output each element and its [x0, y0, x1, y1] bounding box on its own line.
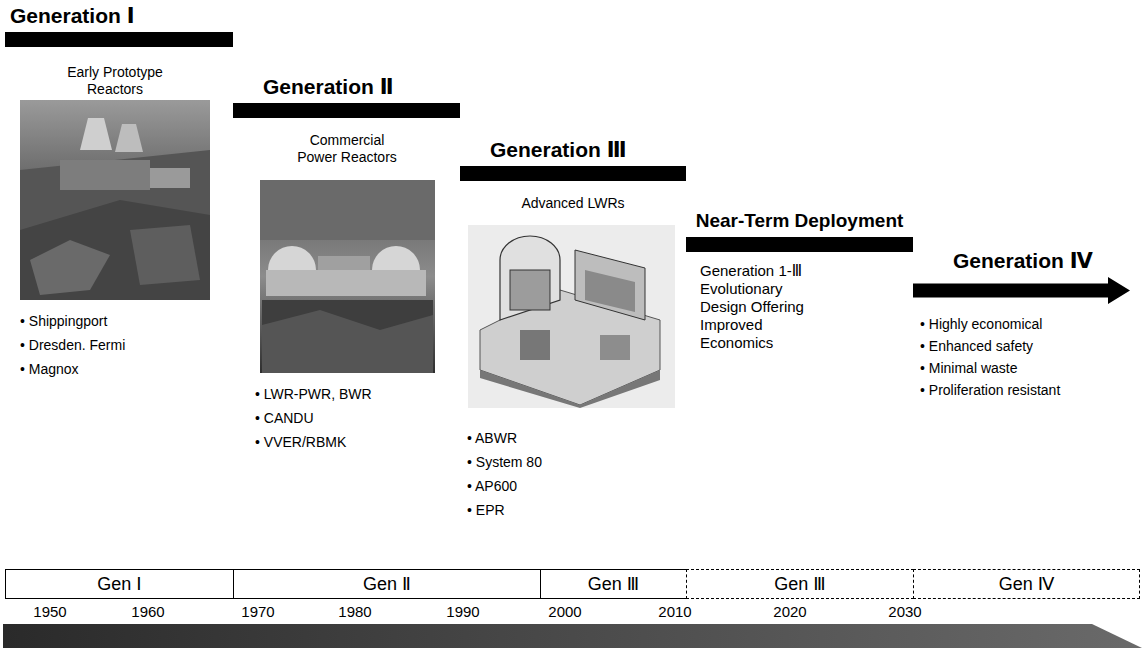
- generation-heading: Near-Term Deployment: [686, 209, 913, 233]
- timeline-cell: Gen Ⅰ: [5, 569, 234, 599]
- generation-bar: Generation Ⅰ: [5, 32, 233, 47]
- arrow-shape: [913, 277, 1130, 304]
- reactor-bullet: • Magnox: [20, 361, 79, 378]
- goal-bullet: • Highly economical: [920, 316, 1042, 333]
- generation-heading: Generation Ⅱ: [263, 75, 394, 99]
- generation-heading: Generation Ⅳ: [953, 249, 1093, 273]
- period-label: Gen Ⅰ: [97, 573, 141, 595]
- reactor-bullet: • System 80: [467, 454, 542, 471]
- year-label: 2030: [877, 603, 933, 621]
- generation-bar: Generation Ⅱ: [233, 103, 460, 118]
- timeline-arrow: [3, 624, 1142, 648]
- timeline-cell: Gen Ⅳ: [913, 569, 1140, 599]
- goal-bullet: • Minimal waste: [920, 360, 1017, 377]
- year-label: 1970: [230, 603, 286, 621]
- year-label: 2000: [537, 603, 593, 621]
- generation-subtitle: Advanced LWRs: [508, 195, 638, 212]
- period-label: Gen Ⅲ: [774, 573, 825, 595]
- gen1-photo: [20, 100, 210, 300]
- arrow-path: [913, 277, 1130, 304]
- reactor-bullet: • VVER/RBMK: [255, 434, 346, 451]
- goal-bullet: • Proliferation resistant: [920, 382, 1060, 399]
- generation-subtitle: Early Prototype Reactors: [50, 64, 180, 98]
- year-label: 1950: [22, 603, 78, 621]
- reactor-bullet: • EPR: [467, 502, 505, 519]
- goal-bullet: • Enhanced safety: [920, 338, 1033, 355]
- reactor-bullet: • CANDU: [255, 410, 314, 427]
- year-label: 1960: [120, 603, 176, 621]
- year-label: 2010: [647, 603, 703, 621]
- year-label: 1990: [435, 603, 491, 621]
- generation-subtitle: Commercial Power Reactors: [292, 132, 402, 166]
- generation-heading: Generation Ⅲ: [490, 138, 627, 162]
- reactor-bullet: • Shippingport: [20, 313, 107, 330]
- gen3-photo: [468, 225, 675, 408]
- reactor-bullet: • AP600: [467, 478, 517, 495]
- year-label: 2020: [762, 603, 818, 621]
- generation-bar: Generation Ⅲ: [460, 166, 686, 181]
- period-label: Gen Ⅳ: [999, 573, 1055, 595]
- generation-arrow: Generation Ⅳ: [913, 277, 1130, 304]
- reactor-bullet: • LWR-PWR, BWR: [255, 386, 372, 403]
- timeline-cell: Gen Ⅱ: [233, 569, 541, 599]
- timeline-cell: Gen Ⅲ: [540, 569, 687, 599]
- gen2-photo: [260, 180, 435, 373]
- generation-bar: Near-Term Deployment: [686, 237, 913, 252]
- reactor-bullet: • Dresden. Fermi: [20, 337, 125, 354]
- near-term-note: Generation 1-Ⅲ Evolutionary Design Offer…: [700, 262, 822, 352]
- generation-heading: Generation Ⅰ: [10, 4, 135, 28]
- year-label: 1980: [327, 603, 383, 621]
- period-label: Gen Ⅲ: [588, 573, 639, 595]
- period-label: Gen Ⅱ: [363, 573, 411, 595]
- reactor-bullet: • ABWR: [467, 430, 517, 447]
- timeline-cell: Gen Ⅲ: [686, 569, 914, 599]
